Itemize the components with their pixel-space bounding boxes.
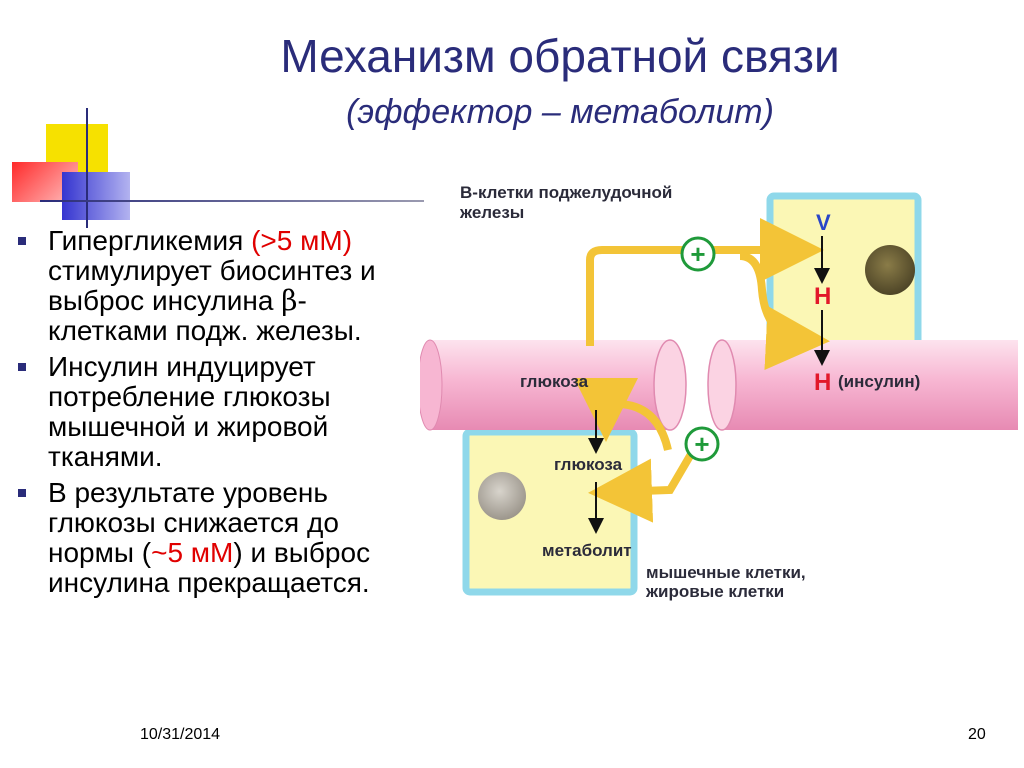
bullet-item-result: В результате уровень глюкозы снижается д… xyxy=(14,478,424,598)
insulin-vessel-label: (инсулин) xyxy=(838,372,920,391)
glucose-to-beta-arrow-lower xyxy=(739,252,830,370)
deco-blue-square xyxy=(62,172,130,220)
feedback-diagram: + + V Н Н (инсулин) глюкоза глюкоза мета… xyxy=(420,183,1018,601)
target-cells-label-line1: мышечные клетки, xyxy=(646,563,806,582)
plus-circle-top: + xyxy=(680,236,716,272)
svg-text:+: + xyxy=(690,239,705,269)
deco-vertical-line xyxy=(86,108,88,228)
glucose-threshold-high: (>5 мМ) xyxy=(251,225,353,256)
gene-letter: V xyxy=(816,210,831,235)
bullet-item-insulin: Инсулин индуцирует потребление глюкозы м… xyxy=(14,352,424,472)
bullet-marker xyxy=(18,237,26,245)
target-cells-label-line2: жировые клетки xyxy=(645,582,784,601)
glucose-vessel-label: глюкоза xyxy=(520,372,589,391)
hormone-letter-blood: Н xyxy=(814,369,831,396)
cell-glucose-label: глюкоза xyxy=(554,455,623,474)
cell-metabolite-label: метаболит xyxy=(542,541,632,560)
page-number: 20 xyxy=(968,726,986,743)
glucose-normal-level: ~5 мМ xyxy=(151,537,234,568)
bullet-marker xyxy=(18,363,26,371)
plus-circle-bottom: + xyxy=(684,426,720,462)
beta-cells-label-line1: В-клетки поджелудочной xyxy=(460,183,672,202)
svg-text:+: + xyxy=(694,429,709,459)
hormone-letter-cell: Н xyxy=(814,283,831,310)
beta-cell-nucleus xyxy=(865,245,915,295)
glucose-to-beta-arrow xyxy=(586,218,824,346)
bullet-marker xyxy=(18,489,26,497)
slide-subtitle: (эффектор – метаболит) xyxy=(346,93,774,131)
footer-date: 10/31/2014 xyxy=(140,726,221,743)
target-cell-nucleus xyxy=(478,472,526,520)
deco-horizontal-line xyxy=(40,200,424,202)
bullet-list: Гипергликемия (>5 мМ) стимулирует биосин… xyxy=(14,226,424,604)
glucose-uptake-arrow xyxy=(574,377,672,451)
slide-title: Механизм обратной связи xyxy=(280,30,840,82)
bullet-item-hyperglycemia: Гипергликемия (>5 мМ) стимулирует биосин… xyxy=(14,226,424,346)
beta-cells-label-line2: железы xyxy=(459,203,524,222)
beta-symbol: β xyxy=(281,284,298,317)
